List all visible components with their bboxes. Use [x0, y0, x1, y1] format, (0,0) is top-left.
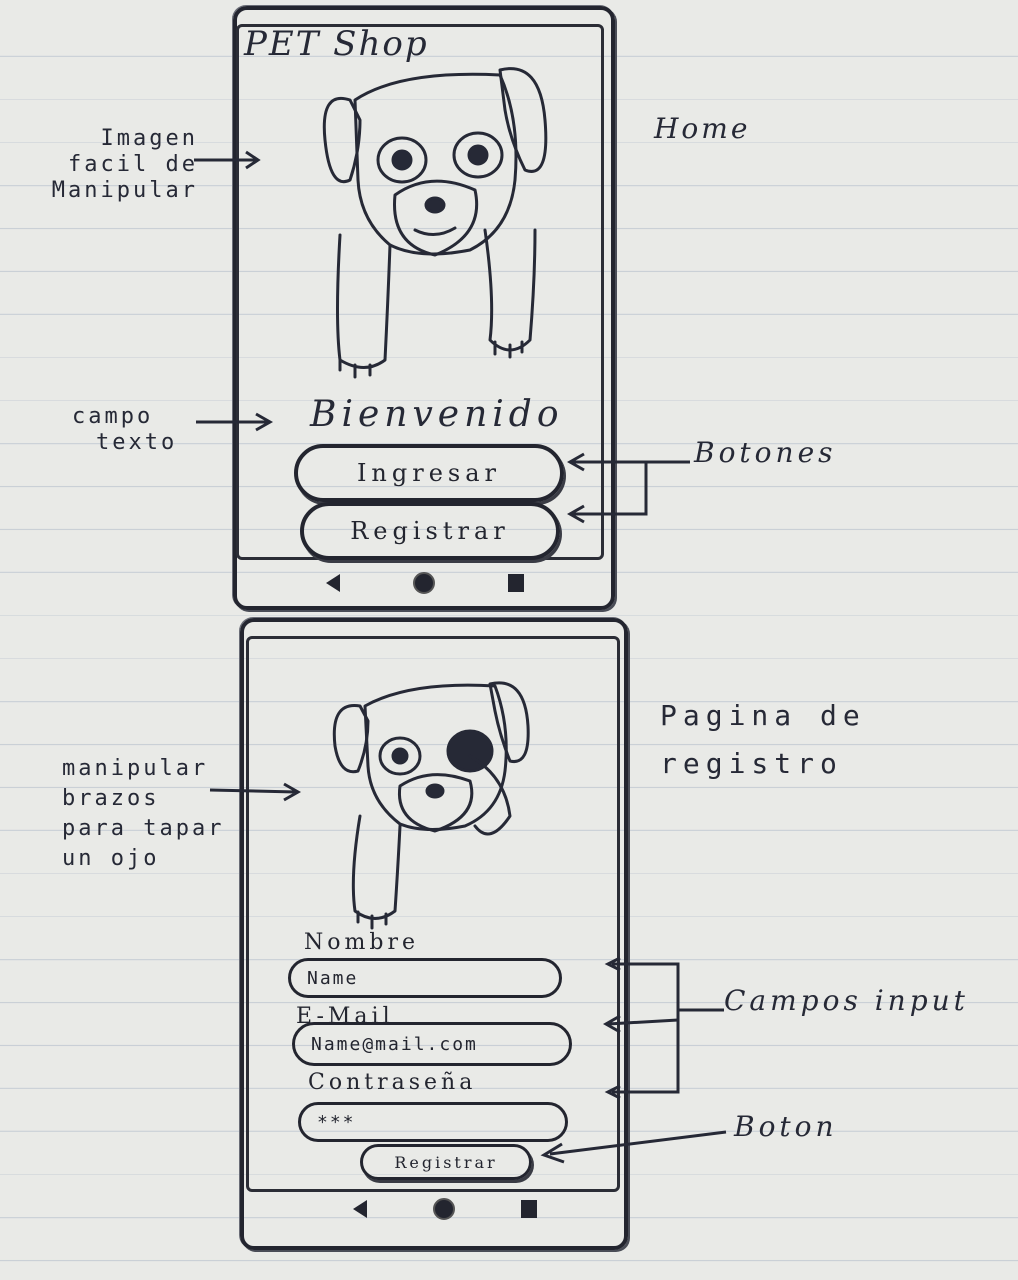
name-input[interactable]: Name [288, 958, 562, 998]
register-label-line2: registro [660, 747, 843, 780]
annotation-arms-line4: un ojo [62, 846, 160, 871]
email-input[interactable]: Name@mail.com [292, 1022, 572, 1066]
dog-illustration-register [332, 681, 530, 930]
annotation-button: Boton [734, 1110, 838, 1143]
back-icon[interactable] [326, 574, 341, 592]
annotation-home-label: Home [654, 112, 751, 145]
arrow-image [194, 150, 261, 170]
dog-illustration-home [322, 67, 548, 379]
welcome-text: Bienvenido [310, 394, 564, 435]
recents-icon[interactable] [507, 574, 524, 592]
login-button[interactable]: Ingresar [294, 444, 564, 502]
annotation-image-line2: facil de [68, 152, 198, 177]
annotation-text-line2: texto [96, 430, 178, 455]
password-label: Contraseña [308, 1070, 477, 1095]
register-screen [246, 636, 620, 1192]
arrow-text-field [196, 412, 274, 432]
password-input[interactable]: *** [298, 1102, 568, 1142]
arrow-arms [209, 782, 302, 802]
annotation-inputs: Campos input [724, 984, 969, 1017]
annotation-buttons: Botones [694, 436, 837, 469]
annotation-text-line1: campo [72, 404, 154, 429]
annotation-image-line1: Imagen [100, 126, 198, 151]
back-icon-2[interactable] [353, 1200, 367, 1218]
register-button[interactable]: Registrar [300, 502, 560, 560]
arrow-buttons [566, 452, 690, 524]
annotation-arms-line2: brazos [62, 786, 160, 811]
annotation-arms-line1: manipular [62, 756, 209, 781]
annotation-image-line3: Manipular [51, 178, 198, 203]
home-nav-bar [290, 572, 560, 594]
annotation-register-label: Pagina de registro [660, 692, 866, 788]
submit-register-button[interactable]: Registrar [360, 1144, 532, 1180]
annotation-image: Imagen facil de Manipular [28, 126, 198, 204]
register-phone-frame [240, 618, 628, 1250]
name-label: Nombre [304, 930, 419, 955]
register-nav-bar [320, 1198, 570, 1220]
recents-icon-2[interactable] [521, 1200, 537, 1218]
home-icon-2[interactable] [433, 1198, 455, 1220]
bracket-inputs [602, 956, 724, 1100]
annotation-text-field: campo texto [72, 404, 177, 456]
annotation-arms-line3: para tapar [62, 816, 225, 841]
home-phone-frame [233, 6, 615, 610]
arrow-button [540, 1130, 727, 1164]
register-label-line1: Pagina de [660, 699, 866, 732]
annotation-arms: manipular brazos para tapar un ojo [62, 754, 224, 874]
home-app-title: PET Shop [244, 24, 429, 64]
home-icon[interactable] [412, 572, 435, 594]
